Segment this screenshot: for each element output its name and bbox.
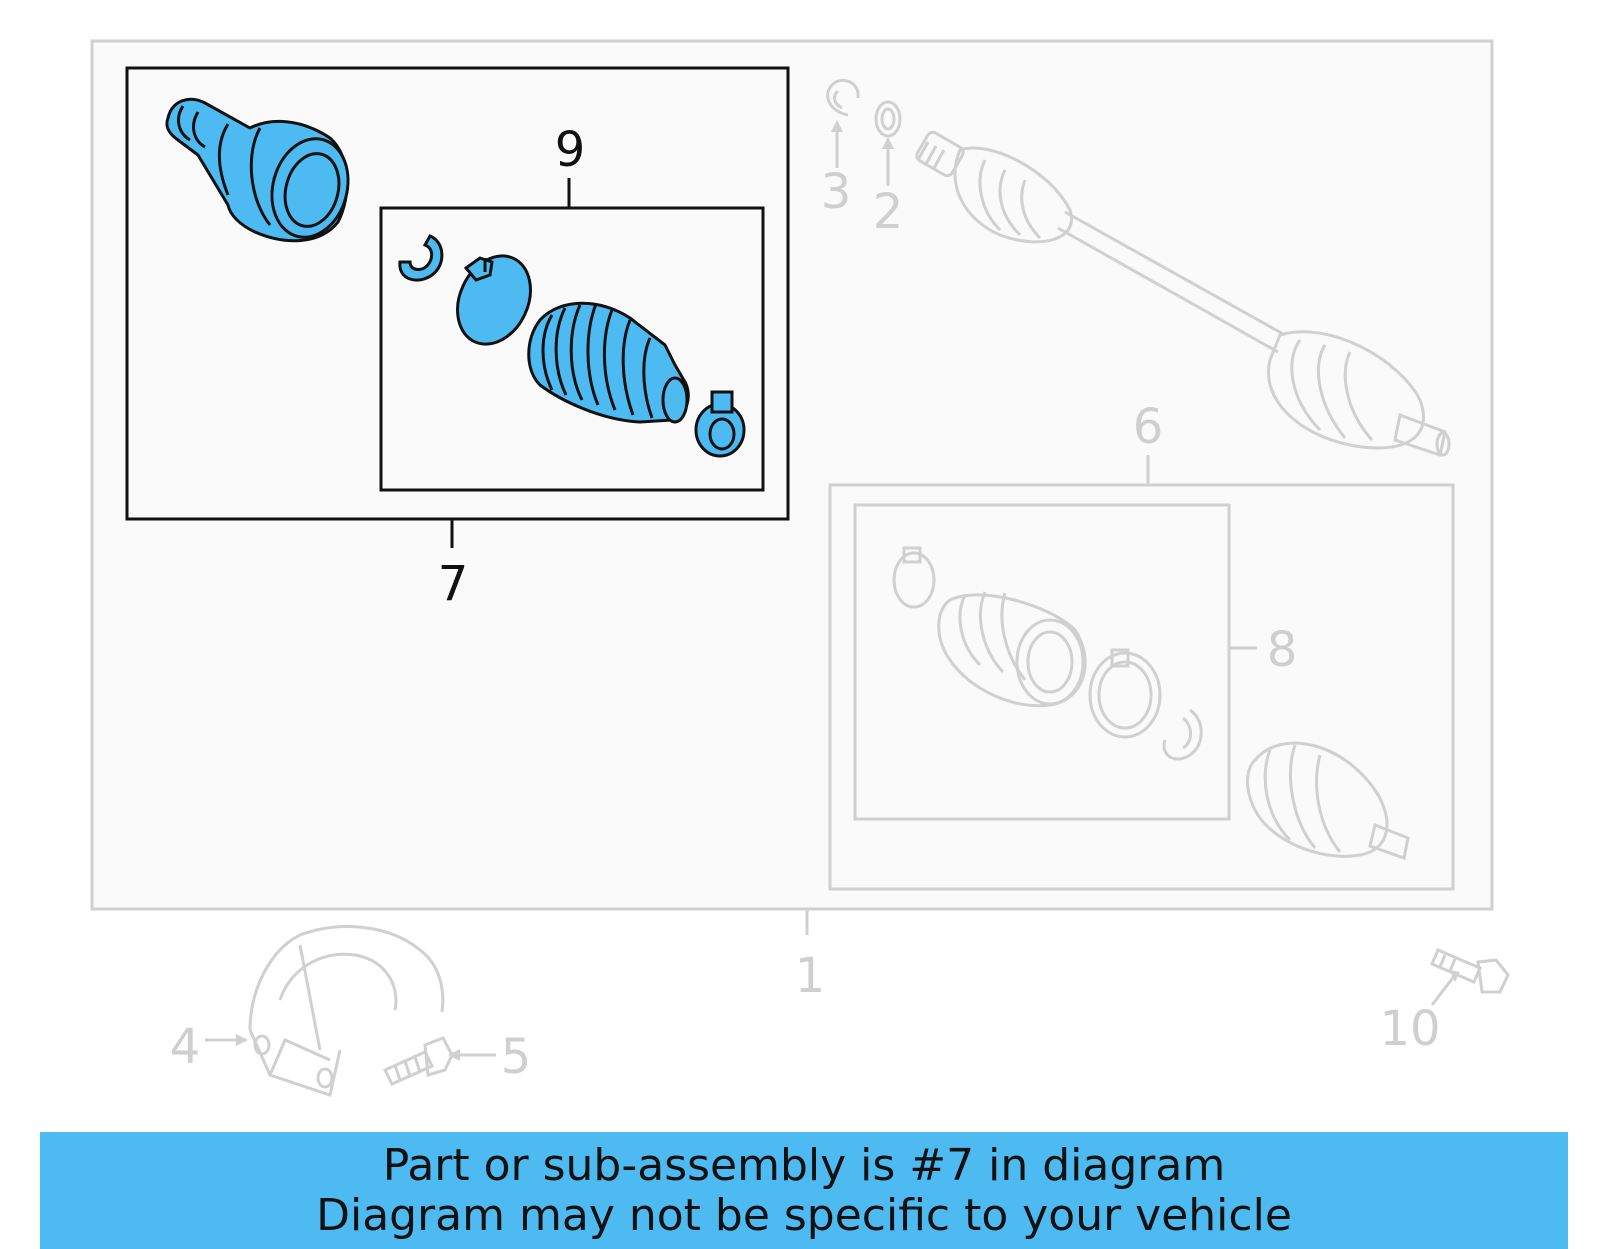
callout-box-7 [125, 66, 790, 521]
boot-clamp-small-icon [694, 390, 746, 458]
washer-icon [874, 100, 902, 138]
callout-1: 1 [795, 948, 826, 1004]
outer-cv-joint-icon [165, 97, 350, 243]
callout-5: 5 [501, 1029, 532, 1085]
snap-ring-icon [826, 79, 860, 117]
boot-kit-muted-icon [892, 546, 1203, 761]
long-bolt-icon [1430, 948, 1510, 994]
callout-box-6 [828, 483, 1455, 891]
callout-box-8 [853, 503, 1231, 821]
leader-10 [1430, 974, 1457, 1006]
info-banner: Part or sub-assembly is #7 in diagram Di… [40, 1132, 1568, 1249]
callout-7: 7 [438, 556, 469, 612]
axle-shaft-icon [915, 130, 1451, 457]
callout-8: 8 [1267, 622, 1298, 678]
bolt-icon [382, 1036, 454, 1086]
callout-3: 3 [821, 164, 852, 220]
boot-clamp-icon [456, 254, 532, 346]
callout-4: 4 [170, 1019, 201, 1075]
callout-10: 10 [1379, 1001, 1440, 1057]
snap-ring-icon [398, 234, 444, 282]
callout-9: 9 [555, 122, 586, 178]
callout-2: 2 [873, 184, 904, 240]
banner-line-1: Part or sub-assembly is #7 in diagram [382, 1139, 1226, 1191]
callout-6: 6 [1133, 399, 1164, 455]
cv-boot-icon [527, 301, 690, 424]
inner-cv-joint-muted-icon [1246, 741, 1410, 860]
callout-box-9 [379, 206, 765, 492]
heat-shield-icon [248, 925, 445, 1097]
banner-line-2: Diagram may not be specific to your vehi… [316, 1189, 1292, 1241]
